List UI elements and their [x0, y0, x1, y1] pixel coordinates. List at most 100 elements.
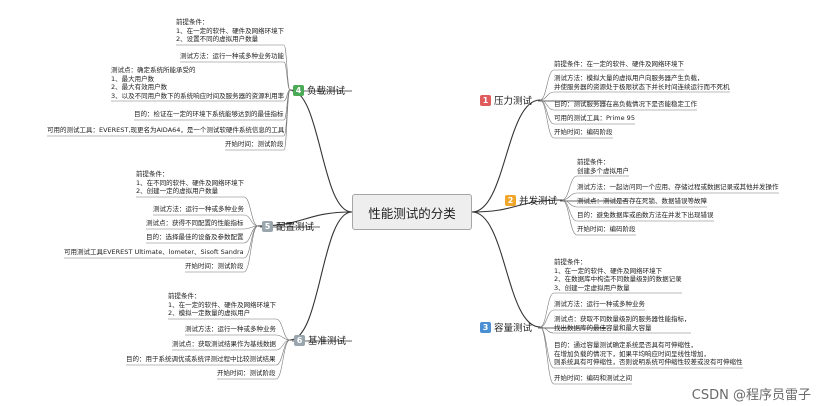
- leaf-config[interactable]: 开始时间：测试阶段: [185, 262, 244, 271]
- leaf-load[interactable]: 开始时间：测试阶段: [225, 140, 284, 149]
- leaf-concurrency[interactable]: 目的：避免数据库或函数方法在并发下出现错误: [577, 211, 714, 220]
- leaf-pressure[interactable]: 可用的测试工具：Prime 95: [554, 114, 635, 123]
- leaf-text-line: 开始时间：编码阶段: [577, 225, 636, 233]
- leaf-text-line: 前提条件：: [577, 158, 610, 166]
- leaf-text-line: 目的：用于系统调优或系统评测过程中比较测试结果: [126, 355, 276, 363]
- watermark: CSDN @程序员雷子: [691, 388, 811, 403]
- branch-pressure-test[interactable]: 1 压力测试: [480, 90, 532, 110]
- branch-capacity-test[interactable]: 3 容量测试: [480, 317, 532, 337]
- leaf-capacity[interactable]: 开始时间：编码和测试之间: [554, 374, 632, 383]
- leaf-concurrency[interactable]: 测试方法：一起访问同一个应用、存储过程或数据记录或其他并发操作: [577, 183, 779, 192]
- number-badge: 1: [480, 94, 491, 106]
- leaf-text-line: 目的：通过容量测试确定系统是否具有可伸缩性，: [554, 341, 697, 349]
- leaf-pressure[interactable]: 前提条件：在一定的软件、硬件及网络环境下: [554, 60, 684, 69]
- number-badge: 5: [262, 220, 273, 232]
- connector-line: [539, 99, 555, 125]
- branch-config-test[interactable]: 5 配置测试: [262, 216, 314, 236]
- leaf-pressure[interactable]: 测试方法：模拟大量的虚拟用户向服务器产生负载，并使服务器的资源处于极限状态下并长…: [554, 74, 730, 91]
- leaf-pressure[interactable]: 目的：测试服务器在高负载情况下是否能稳定工作: [554, 100, 697, 109]
- connector-line: [275, 318, 291, 341]
- number-badge: 2: [505, 194, 516, 206]
- leaf-text-line: 则系统具有可伸缩性，否则说明系统可伸缩性较差或没有可伸缩性: [554, 358, 743, 367]
- leaf-config[interactable]: 测试方法：运行一种或多种业务: [153, 205, 244, 214]
- leaf-text-line: 目的：选择最佳的设备及参数配置: [146, 233, 244, 241]
- leaf-text-line: 可用的测试工具：EVEREST,现更名为AIDA64，是一个测试软硬件系统信息的…: [47, 126, 285, 134]
- leaf-capacity[interactable]: 目的：通过容量测试确定系统是否具有可伸缩性，在增加负载的情况下，如果平均响应时间…: [554, 341, 743, 367]
- leaf-text-line: 开始时间：编码和测试之间: [554, 374, 632, 382]
- leaf-text-line: 在增加负载的情况下，如果平均响应时间呈线性增加，: [554, 349, 710, 358]
- connector-line: [283, 89, 291, 102]
- connector-line: [243, 225, 259, 273]
- leaf-load[interactable]: 目的：检证在一定的环境下系统能够达到的最佳指标: [134, 110, 284, 119]
- leaf-text-line: 1、在不同的软件、硬件及网络环境下: [136, 178, 245, 187]
- branch-label: 并发测试: [519, 196, 558, 207]
- leaf-capacity[interactable]: 测试方法：运行一种或多种业务: [554, 300, 645, 309]
- leaf-config[interactable]: 测试点：获得不同配置的性能指标: [146, 219, 244, 228]
- connector-line: [243, 225, 259, 259]
- central-topic[interactable]: 性能测试的分类: [352, 194, 472, 230]
- leaf-concurrency[interactable]: 开始时间：编码阶段: [577, 225, 636, 234]
- leaf-text-line: 测试方法：一起访问同一个应用、存储过程或数据记录或其他并发操作: [577, 183, 779, 191]
- leaf-text-line: 2、设置不同的虚拟用户数量: [176, 35, 259, 44]
- connector-line: [243, 196, 259, 227]
- leaf-benchmark[interactable]: 目的：用于系统调优或系统评测过程中比较测试结果: [126, 355, 276, 364]
- number-badge: 6: [294, 334, 305, 346]
- leaf-text-line: 可用测试工具EVEREST Ultimate、lometer、Sisoft Sa…: [64, 248, 244, 256]
- number-badge: 4: [293, 84, 304, 96]
- connector-line: [539, 292, 555, 328]
- number-badge: 3: [480, 321, 491, 333]
- leaf-text-line: 测试点：测试是否存在死锁、数据错误等故障: [577, 197, 707, 205]
- leaf-load[interactable]: 可用的测试工具：EVEREST,现更名为AIDA64，是一个测试软硬件系统信息的…: [47, 126, 284, 135]
- leaf-load[interactable]: 测试方法：运行一种或多种业务功能: [180, 52, 284, 61]
- leaf-capacity[interactable]: 测试点：获取不同数量级别的服务器性能指标，找出数据库的最佳容量和最大容量: [554, 315, 691, 332]
- connector-line: [283, 89, 291, 137]
- leaf-text-line: 目的：避免数据库或函数方法在并发下出现错误: [577, 211, 714, 219]
- leaf-text-line: 测试方法：运行一种或多种业务功能: [180, 52, 284, 60]
- leaf-text-line: 开始时间：测试阶段: [225, 140, 284, 148]
- leaf-concurrency[interactable]: 测试点：测试是否存在死锁、数据错误等故障: [577, 197, 707, 206]
- connector-line: [243, 225, 259, 244]
- leaf-pressure[interactable]: 开始时间：编码阶段: [554, 128, 613, 137]
- leaf-text-line: 可用的测试工具：Prime 95: [554, 114, 635, 122]
- connector-line: [539, 99, 555, 111]
- leaf-text-line: 前提条件：: [554, 258, 587, 266]
- connector-line: [289, 89, 353, 213]
- leaf-text-line: 测试点：获得不同配置的性能指标: [146, 219, 244, 227]
- connector-line: [561, 199, 578, 236]
- leaf-text-line: 开始时间：编码阶段: [554, 128, 613, 136]
- leaf-text-line: 3、以及不同用户数下的系统响应时间及服务器的资源利用率: [111, 91, 285, 100]
- leaf-concurrency[interactable]: 前提条件：创建多个虚拟用户: [577, 158, 629, 175]
- leaf-text-line: 3、创建一定虚拟用户数量: [554, 283, 630, 292]
- connector-line: [561, 192, 578, 201]
- leaf-text-line: 2、模拟一定数量的虚拟用户: [168, 309, 251, 318]
- leaf-text-line: 前提条件：: [136, 170, 169, 178]
- leaf-benchmark[interactable]: 测试点：获取测试结果作为基线数据: [172, 340, 276, 349]
- connector-line: [471, 211, 541, 328]
- leaf-benchmark[interactable]: 测试方法：运行一种或多种业务: [185, 325, 276, 334]
- leaf-text-line: 开始时间：测试阶段: [217, 369, 276, 377]
- branch-benchmark-test[interactable]: 6 基准测试: [294, 330, 346, 350]
- branch-load-test[interactable]: 4 负载测试: [293, 80, 345, 100]
- leaf-text-line: 2、最大有效用户数: [111, 83, 168, 92]
- connector-line: [561, 175, 578, 201]
- leaf-config[interactable]: 可用测试工具EVEREST Ultimate、lometer、Sisoft Sa…: [64, 248, 244, 257]
- leaf-text-line: 目的：检证在一定的环境下系统能够达到的最佳指标: [134, 110, 284, 118]
- leaf-benchmark[interactable]: 开始时间：测试阶段: [217, 369, 276, 378]
- leaf-text-line: 1、最大用户数: [111, 74, 155, 83]
- connector-line: [243, 214, 259, 227]
- connector-line: [539, 91, 555, 101]
- leaf-text-line: 测试点：确定系统所能承受的: [111, 66, 196, 74]
- connector-line: [539, 309, 555, 328]
- branch-label: 基准测试: [308, 336, 347, 347]
- connector-line: [561, 199, 578, 208]
- leaf-text-line: 前提条件：在一定的软件、硬件及网络环境下: [554, 60, 684, 68]
- leaf-config[interactable]: 目的：选择最佳的设备及参数配置: [146, 233, 244, 242]
- leaf-text-line: 测试方法：模拟大量的虚拟用户向服务器产生负载，: [554, 74, 704, 82]
- connector-line: [275, 339, 291, 351]
- branch-concurrency-test[interactable]: 2 并发测试: [505, 190, 557, 210]
